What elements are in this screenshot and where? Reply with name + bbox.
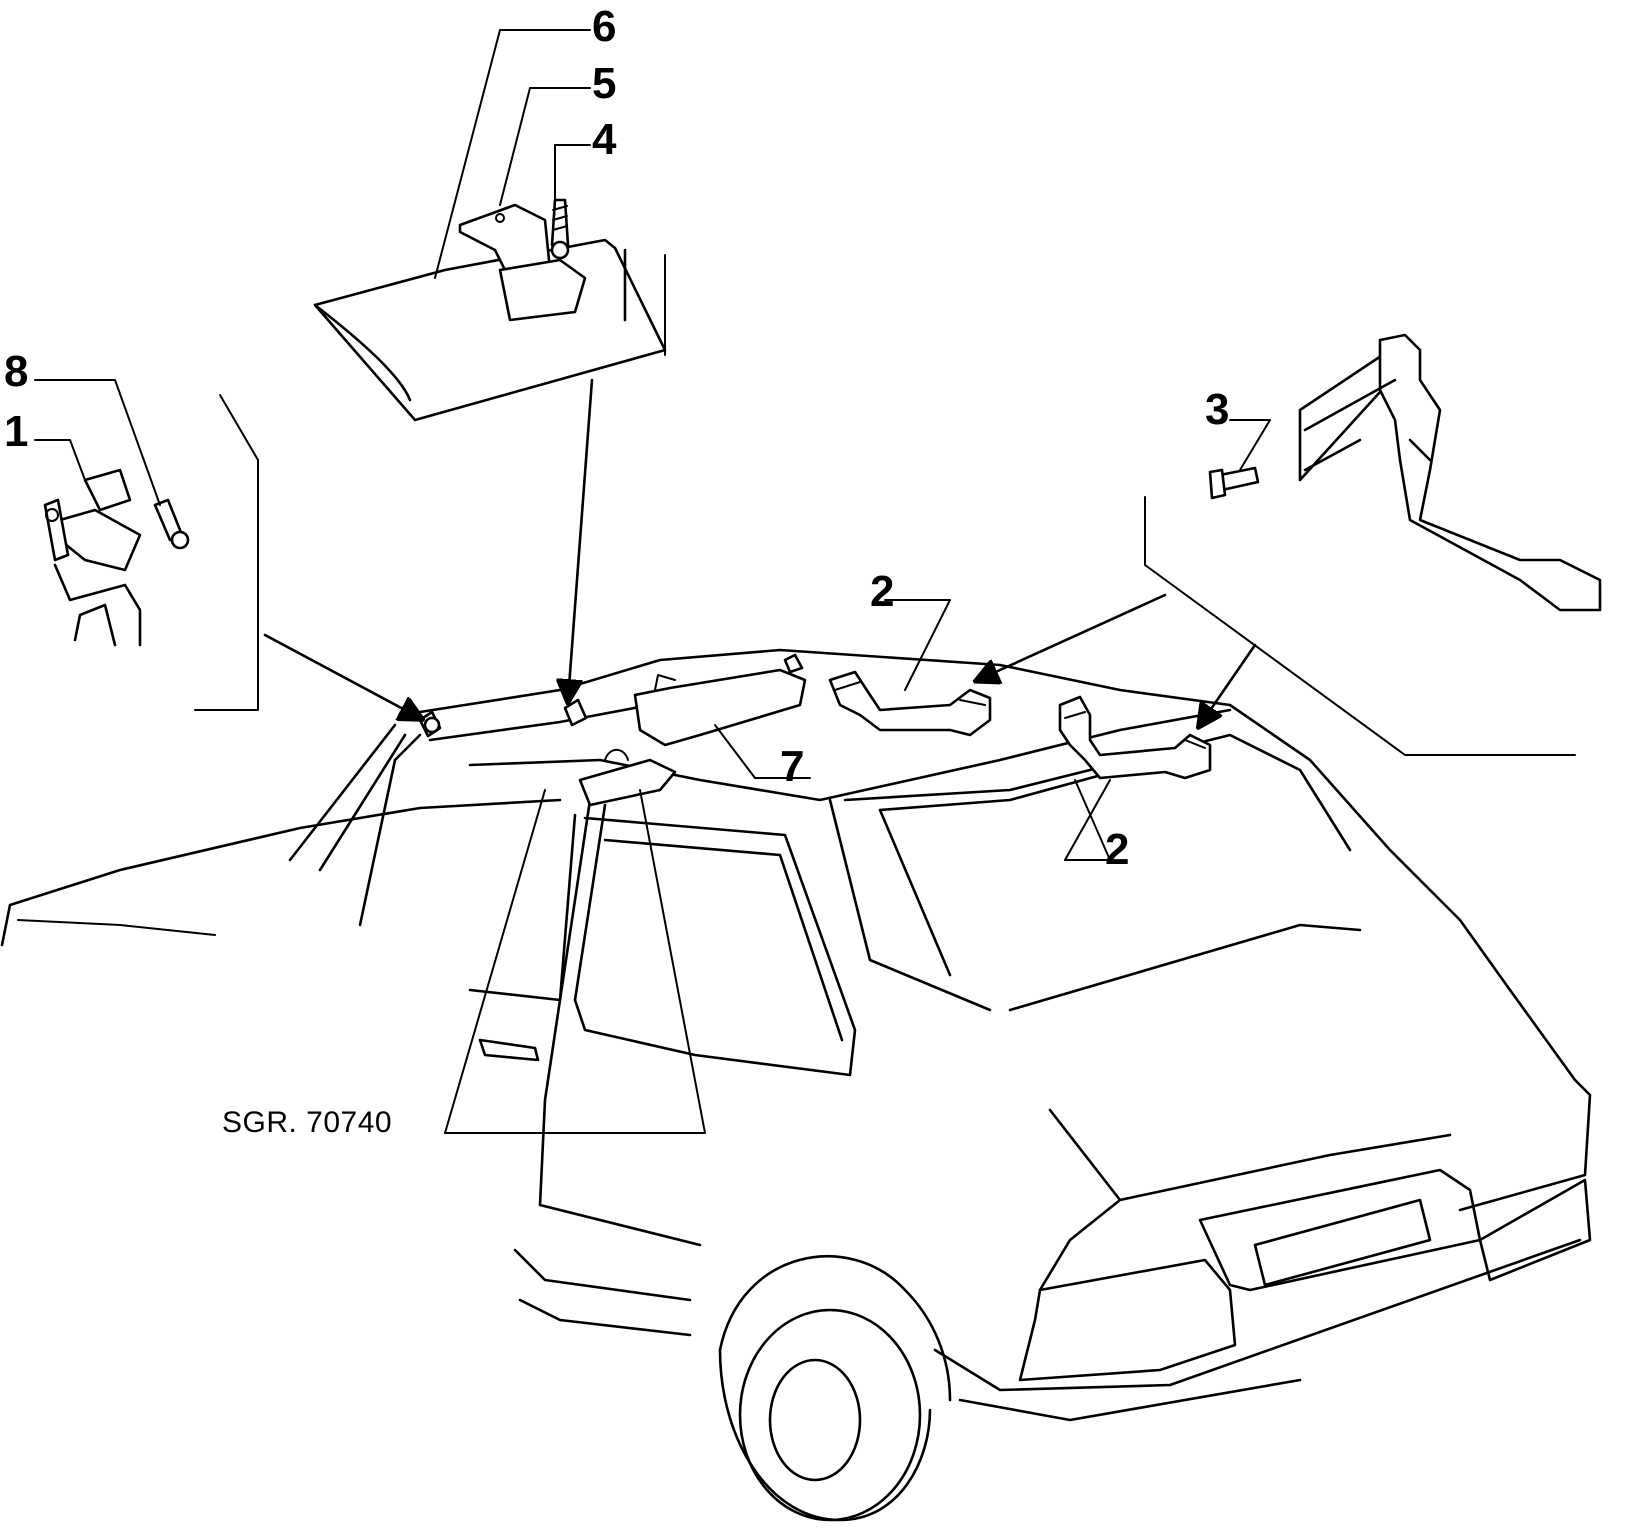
reference-code: SGR. 70740 — [222, 1106, 393, 1139]
leader-lines — [34, 29, 1576, 1134]
callout-5: 5 — [592, 59, 617, 108]
callout-8: 8 — [4, 347, 29, 396]
callout-1: 1 — [4, 407, 29, 456]
roof-mounted-parts — [418, 653, 1212, 807]
callout-6: 6 — [592, 2, 617, 51]
grab-handle-detail — [1208, 333, 1602, 612]
callout-3: 3 — [1205, 385, 1230, 434]
callout-2-upper: 2 — [870, 567, 895, 616]
car-body — [0, 648, 1592, 1522]
callout-2-lower: 2 — [1105, 825, 1130, 874]
sun-visor-detail — [313, 198, 667, 422]
visor-pivot-detail — [43, 468, 190, 647]
callout-7: 7 — [780, 742, 805, 791]
callout-4: 4 — [592, 115, 617, 164]
